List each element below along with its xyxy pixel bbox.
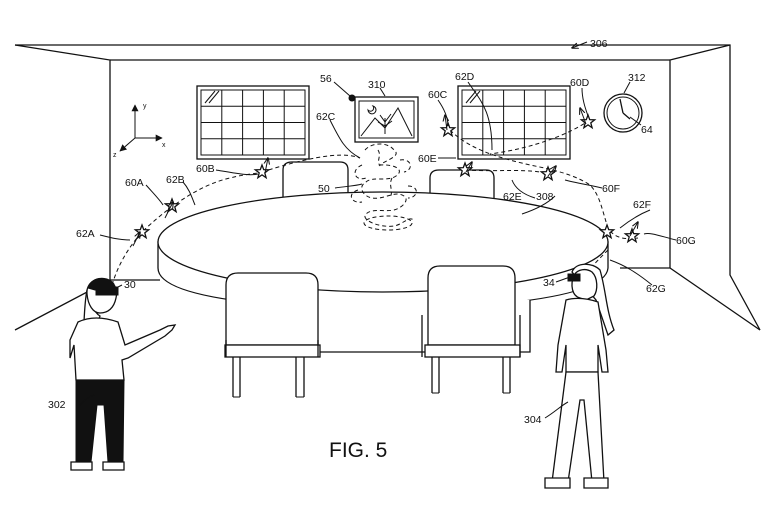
label-50: 50 (318, 183, 330, 195)
star-marker (539, 165, 557, 182)
label-60A: 60A (125, 177, 144, 189)
label-310: 310 (368, 79, 386, 91)
label-62C: 62C (316, 111, 336, 123)
user-right (544, 263, 615, 489)
front-chair-right (421, 265, 521, 394)
marker-dot (348, 94, 356, 102)
label-56: 56 (320, 73, 332, 85)
label-62A: 62A (76, 228, 95, 240)
label-62B: 62B (166, 174, 185, 186)
room (14, 44, 761, 331)
window-right (457, 85, 571, 160)
normal-arrows (132, 108, 638, 247)
star-marker (579, 113, 597, 130)
label-308: 308 (536, 191, 554, 203)
star-marker (133, 223, 151, 240)
axis-y-label: y (143, 103, 147, 110)
label-60C: 60C (428, 89, 448, 101)
label-62F: 62F (633, 199, 651, 211)
star-marker (439, 121, 457, 138)
wall-clock (603, 93, 643, 133)
label-304: 304 (524, 414, 542, 426)
star-marker (253, 163, 271, 180)
axis-x-label: x (162, 142, 166, 149)
label-62G: 62G (646, 283, 666, 295)
picture-frame (348, 94, 419, 143)
label-64: 64 (641, 124, 653, 136)
label-306: 306 (590, 38, 608, 50)
leader-lines (79, 41, 677, 419)
hologram-object (350, 143, 417, 231)
star-marker (163, 197, 181, 214)
front-chair-left (224, 272, 321, 398)
label-60B: 60B (196, 163, 215, 175)
label-60G: 60G (676, 235, 696, 247)
label-312: 312 (628, 72, 646, 84)
label-60E: 60E (418, 153, 437, 165)
star-markers (133, 113, 641, 244)
star-marker (598, 223, 616, 240)
label-60D: 60D (570, 77, 590, 89)
label-34: 34 (543, 277, 555, 289)
star-marker (623, 227, 641, 244)
label-60F: 60F (602, 183, 620, 195)
label-62E: 62E (503, 191, 522, 203)
reference-labels: 306 56 310 312 64 62C 62D 60C 60D 60E 60… (48, 38, 696, 462)
axis-z-label: z (113, 152, 117, 159)
label-302: 302 (48, 399, 66, 411)
label-62D: 62D (455, 71, 475, 83)
user-left (69, 277, 177, 471)
figure-caption: FIG. 5 (329, 439, 387, 462)
axes-glyph: y x z (113, 103, 166, 159)
window-left (196, 85, 310, 160)
label-30: 30 (124, 279, 136, 291)
